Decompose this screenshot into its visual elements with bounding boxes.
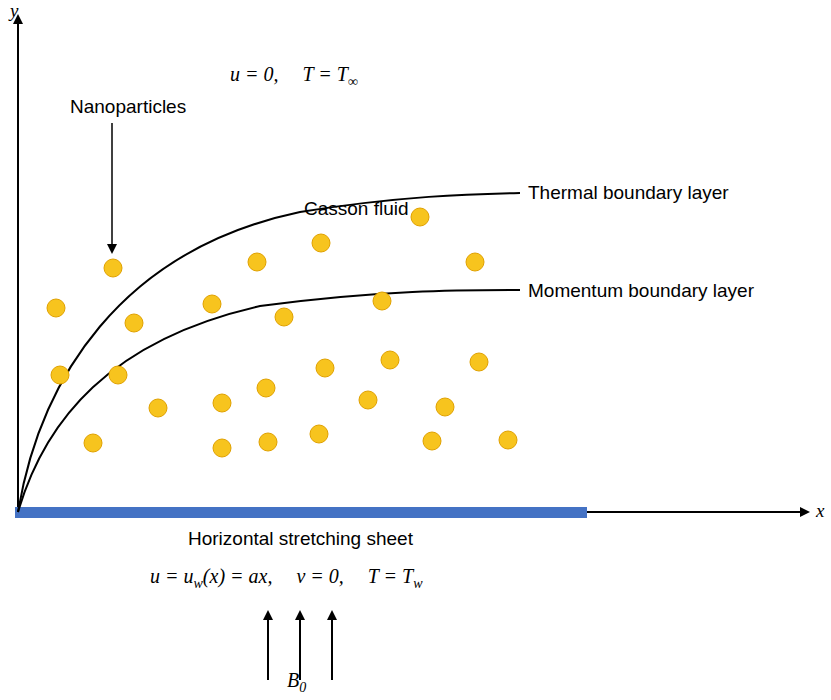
nanoparticle [275,308,293,326]
magnetic-field-label: B0 [287,668,306,697]
momentum-boundary-curve [18,290,520,512]
field-arrow [331,612,333,680]
fluid-label: Casson fluid [304,198,409,221]
nanoparticle [381,351,399,369]
callout-label: Nanoparticles [70,96,186,119]
nanoparticle [411,208,429,226]
nanoparticle [248,253,266,271]
subscript: w [413,576,422,591]
formula-text: B [287,669,299,691]
axis-label: x [816,500,824,523]
y-axis [17,16,19,512]
nanoparticle [149,399,167,417]
nanoparticle [259,433,277,451]
field-arrow [299,612,301,680]
field-arrow [267,612,269,680]
formula-text: (x) = ax, [203,565,273,587]
nanoparticle [312,234,330,252]
nanoparticle [213,394,231,412]
nanoparticle [257,379,275,397]
subscript: 0 [299,680,306,695]
axis-label: y [10,0,18,23]
nanoparticle [213,439,231,457]
wall-condition: u = uw(x) = ax,v = 0,T = Tw [150,564,423,593]
nanoparticle [84,434,102,452]
nanoparticle [125,314,143,332]
nanoparticle [470,353,488,371]
formula-text: v = 0, [296,565,343,587]
nanoparticle [104,259,122,277]
boundary-label: Momentum boundary layer [528,280,754,303]
nanoparticle [109,366,127,384]
nanoparticle [203,295,221,313]
nanoparticle [466,253,484,271]
nanoparticle [359,391,377,409]
formula-text: u = u [150,565,194,587]
nanoparticle [316,359,334,377]
formula-text: u = 0, [230,63,279,85]
far-field-condition: u = 0, T = T∞ [230,62,358,91]
thermal-boundary-curve [18,193,520,512]
nanoparticle [51,366,69,384]
stretching-sheet [15,507,587,518]
sheet-label: Horizontal stretching sheet [188,528,413,551]
formula-text: T = T [368,565,413,587]
nanoparticle [310,425,328,443]
subscript: w [194,576,203,591]
nanoparticle [499,431,517,449]
nanoparticles [47,208,517,457]
nanoparticle [436,398,454,416]
pointer-arrow [111,123,113,252]
nanoparticle [47,299,65,317]
formula-text: T = T [303,63,348,85]
nanoparticle [423,432,441,450]
boundary-label: Thermal boundary layer [528,182,729,205]
subscript: ∞ [348,74,358,89]
nanoparticle [373,292,391,310]
